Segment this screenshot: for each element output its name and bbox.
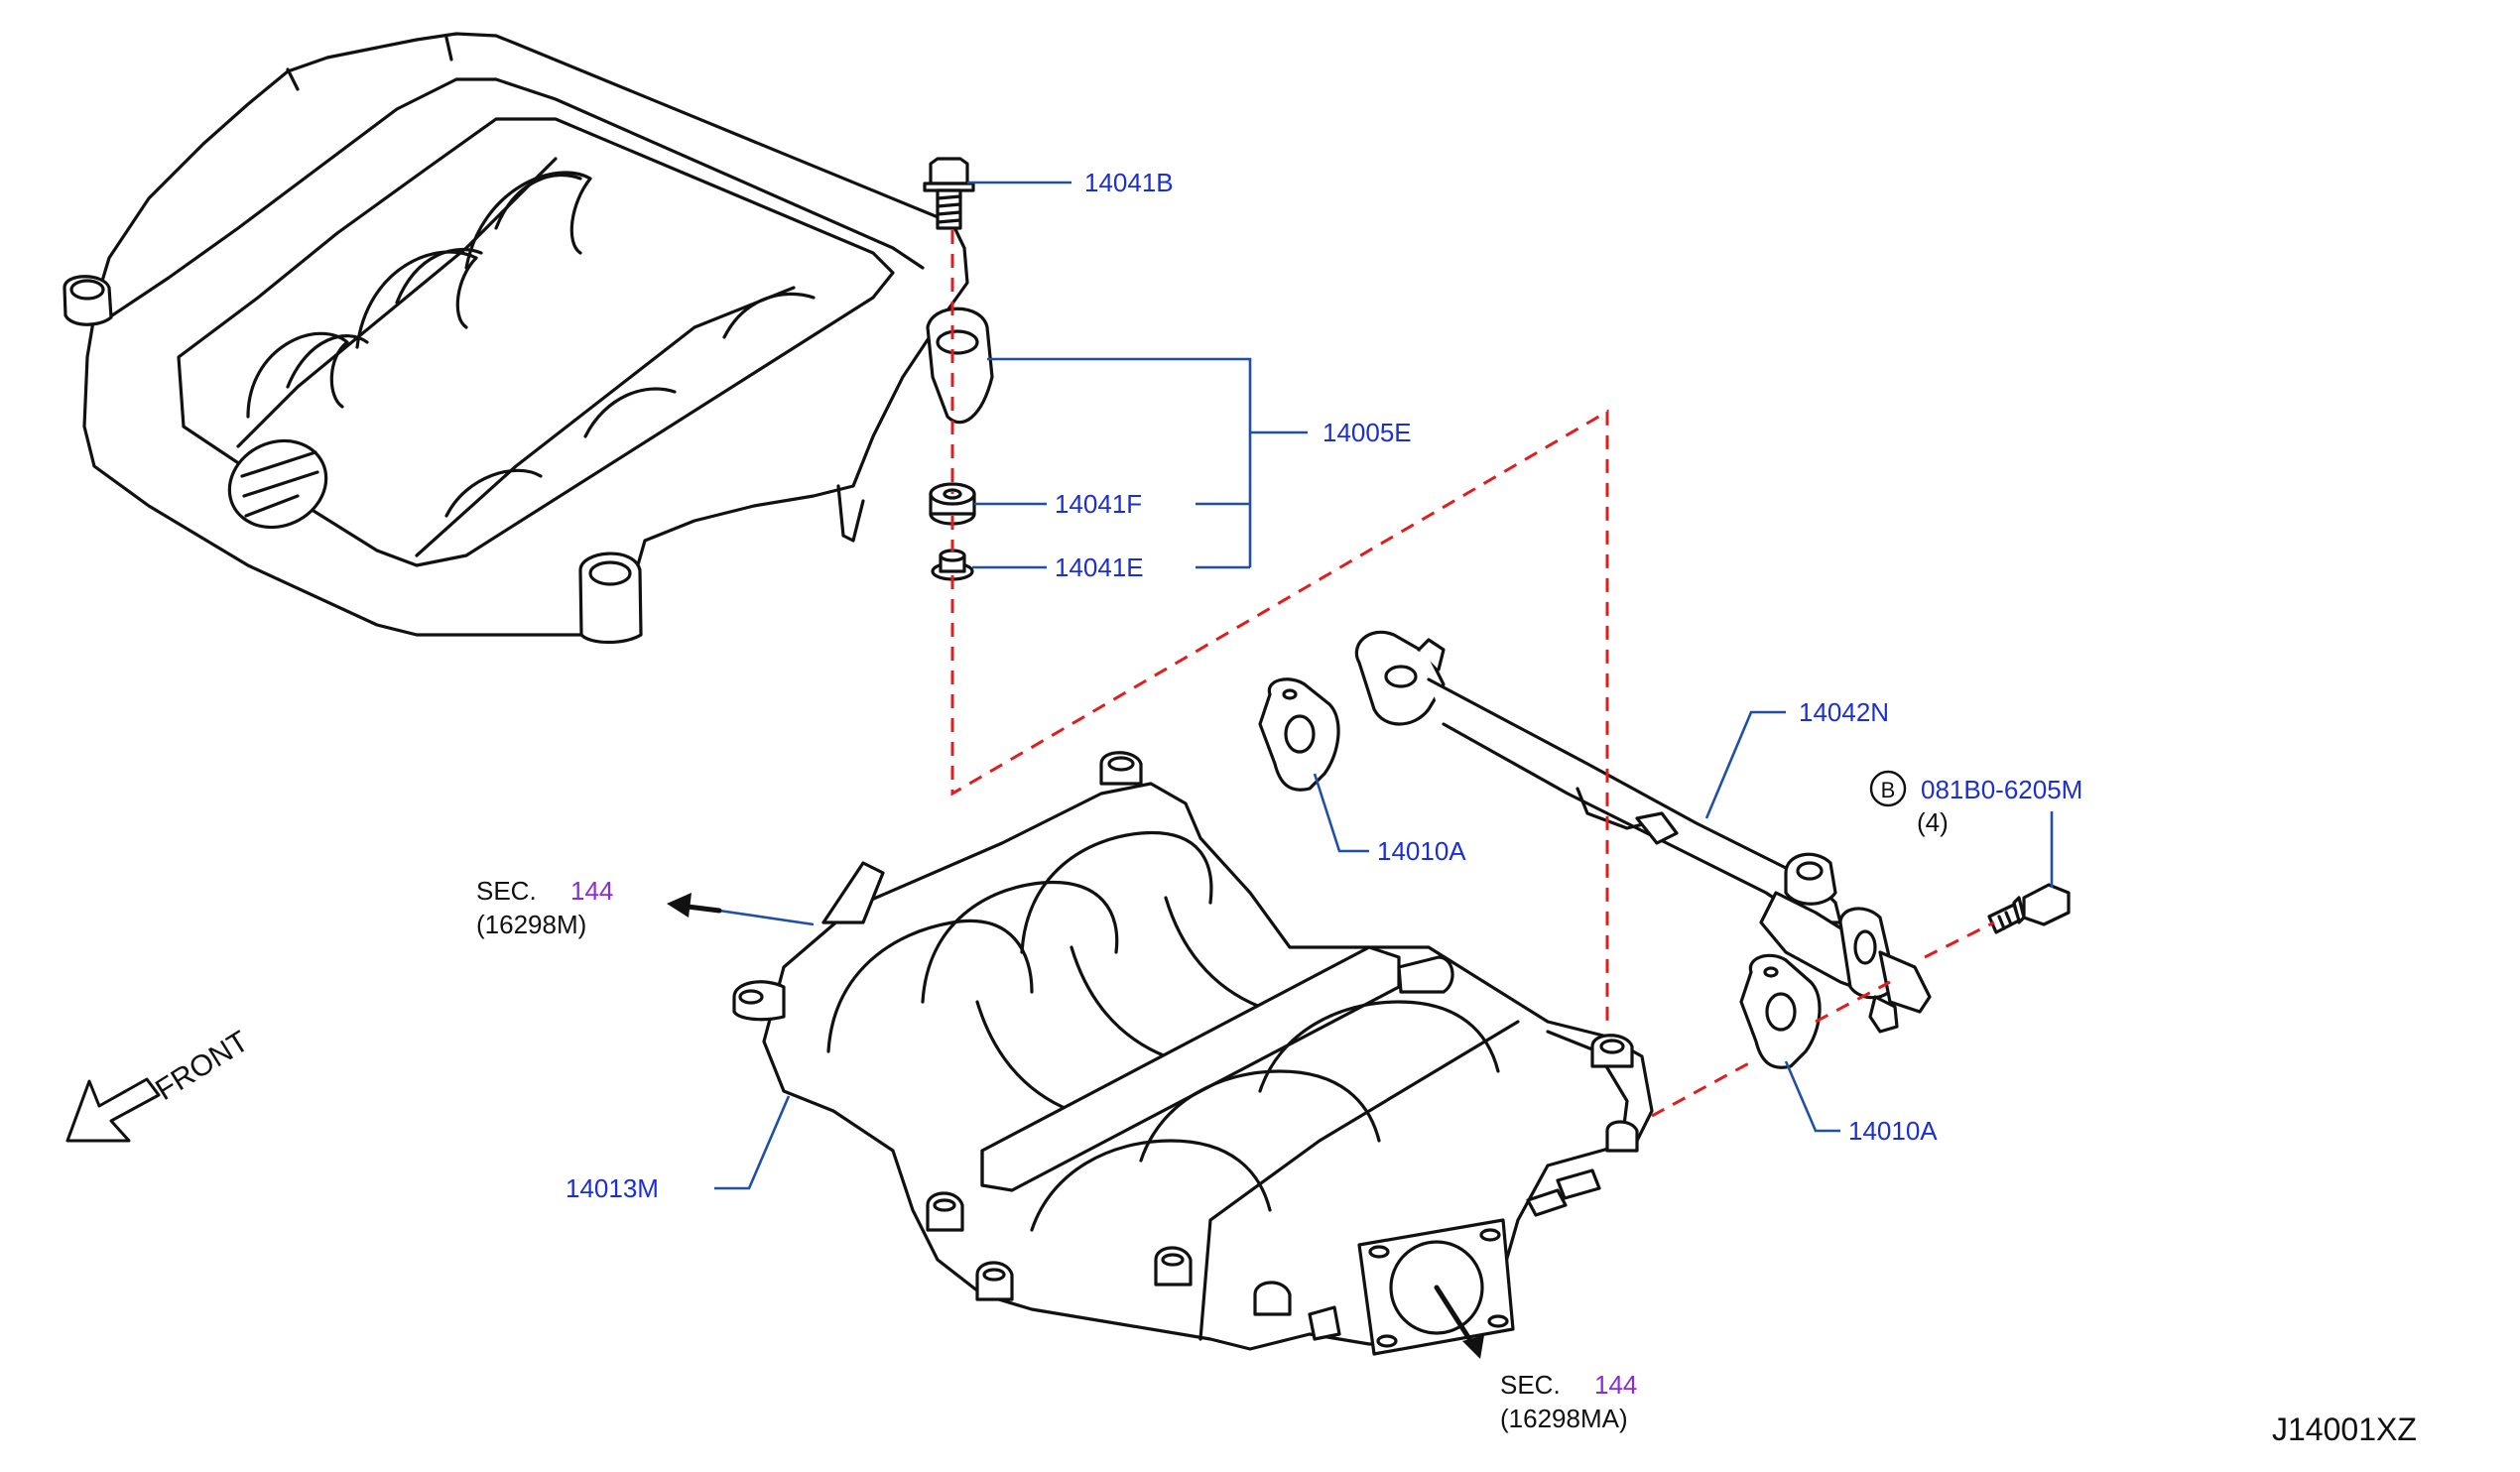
bolt-14041b-drawing: [923, 157, 975, 230]
label-14005e: 14005E: [1323, 418, 1412, 447]
gasket-lower-drawing: [1739, 953, 1822, 1069]
front-arrow-icon: [65, 1077, 161, 1143]
label-bolt-part: 081B0-6205M: [1921, 775, 2082, 804]
intake-manifold-drawing: [732, 751, 1654, 1356]
section-arrow-down: [1434, 1285, 1484, 1359]
label-14041f: 14041F: [1055, 489, 1142, 519]
bolt-marker-circle-icon: [1869, 770, 1907, 807]
label-14013m: 14013M: [566, 1173, 659, 1203]
label-14041e: 14041E: [1055, 552, 1144, 582]
label-14010a-upper: 14010A: [1377, 836, 1466, 866]
label-14042n: 14042N: [1799, 697, 1889, 727]
collar-14041e-drawing: [931, 549, 974, 581]
label-sec-num-2: 144: [1594, 1370, 1637, 1400]
bolt-081b0-drawing: [1987, 883, 2071, 934]
grommet-14041f-drawing: [929, 482, 976, 526]
engine-cover-drawing: [63, 32, 994, 645]
label-sec-word-2: SEC.: [1500, 1370, 1561, 1400]
leader-lines: [714, 181, 2054, 1190]
label-sec-ref-1: (16298M): [476, 910, 586, 939]
label-14041b: 14041B: [1084, 168, 1174, 197]
label-bolt-marker: B: [1881, 778, 1896, 802]
gasket-upper-drawing: [1258, 677, 1340, 792]
drawing-number: J14001XZ: [2272, 1411, 2417, 1447]
section-arrow-left: [667, 893, 722, 918]
assembly-dashed-lines: [950, 230, 1995, 1118]
label-sec-word-1: SEC.: [476, 876, 537, 906]
label-front: FRONT: [150, 1025, 254, 1107]
label-sec-num-1: 144: [570, 876, 613, 906]
egr-tube-drawing: [1354, 630, 1932, 1034]
label-14010a-lower: 14010A: [1848, 1116, 1938, 1146]
label-sec-ref-2: (16298MA): [1500, 1404, 1628, 1433]
label-bolt-qty: (4): [1917, 807, 1949, 837]
